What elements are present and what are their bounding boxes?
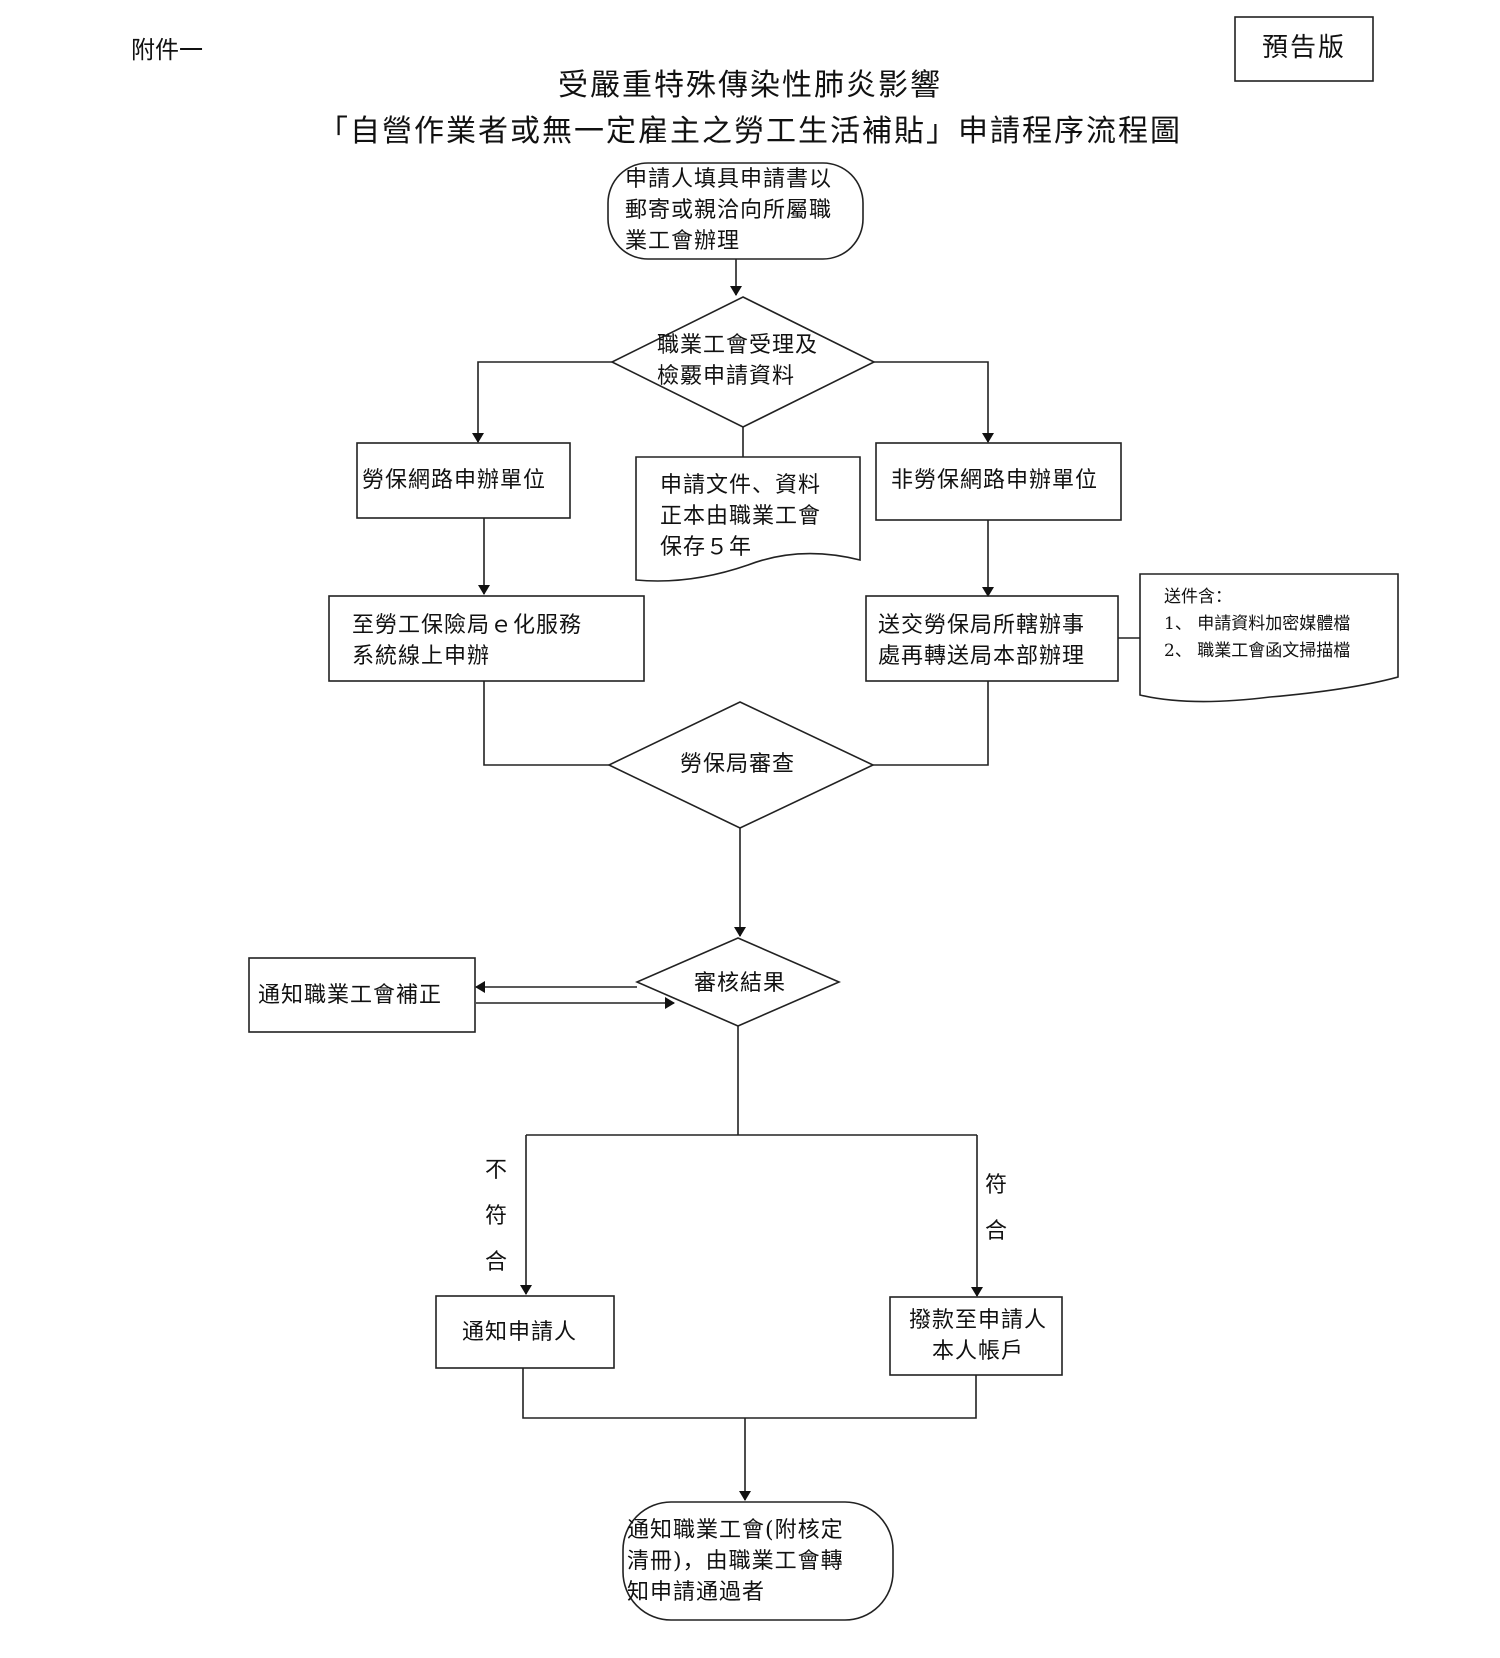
notify-correction-label: 通知職業工會補正 [258, 983, 443, 1008]
online-unit-box [356, 442, 571, 519]
doc-keep-shape [635, 456, 861, 582]
e-service-box [328, 595, 645, 682]
line-forward-to-bli [873, 681, 989, 766]
enclosure-note-shape [1139, 573, 1399, 703]
payout-label: 撥款至申請人 本人帳戶 [908, 1308, 1047, 1364]
arrow-review-to-offline [874, 361, 994, 443]
arrow-review-to-online [472, 361, 612, 443]
draft-badge-frame [1234, 16, 1374, 82]
offline-unit-label: 非勞保網路申辦單位 [891, 468, 1099, 493]
attachment-label: 附件一 [131, 36, 203, 64]
notify-applicant-label: 通知申請人 [462, 1320, 578, 1345]
online-unit-label: 勞保網路申辦單位 [362, 468, 547, 493]
branch-label-no: 不 符 合 [485, 1158, 509, 1275]
bli-review-label: 勞保局審查 [680, 752, 796, 777]
line-eservice-to-bli [483, 681, 609, 766]
union-review-label: 職業工會受理及 檢覈申請資料 [657, 333, 819, 389]
notify-correction-box [248, 957, 476, 1033]
notify-applicant-box [435, 1295, 615, 1369]
start-node-label: 申請人填具申請書以 郵寄或親洽向所屬職 業工會辦理 [625, 167, 833, 254]
enclosure-note-label: 送件含： 1、 申請資料加密媒體檔 2、 職業工會函文掃描檔 [1164, 587, 1351, 661]
doc-keep-label: 申請文件、資料 正本由職業工會 保存５年 [660, 473, 822, 560]
page-title-line2: 「自營作業者或無一定雇主之勞工生活補貼」申請程序流程圖 [318, 114, 1182, 149]
page-title-line1: 受嚴重特殊傳染性肺炎影響 [558, 68, 942, 103]
draft-badge: 預告版 [1261, 33, 1346, 63]
e-service-label: 至勞工保險局ｅ化服務 系統線上申辦 [352, 613, 583, 669]
result-label: 審核結果 [694, 971, 787, 996]
forward-label: 送交勞保局所轄辦事 處再轉送局本部辦理 [878, 613, 1086, 669]
end-terminal-shape [622, 1501, 894, 1621]
branch-label-yes: 符 合 [985, 1173, 1009, 1244]
offline-unit-box [875, 442, 1122, 521]
line-merge [522, 1368, 977, 1419]
end-node-label: 通知職業工會(附核定 清冊)，由職業工會轉 知申請通過者 [627, 1518, 844, 1605]
